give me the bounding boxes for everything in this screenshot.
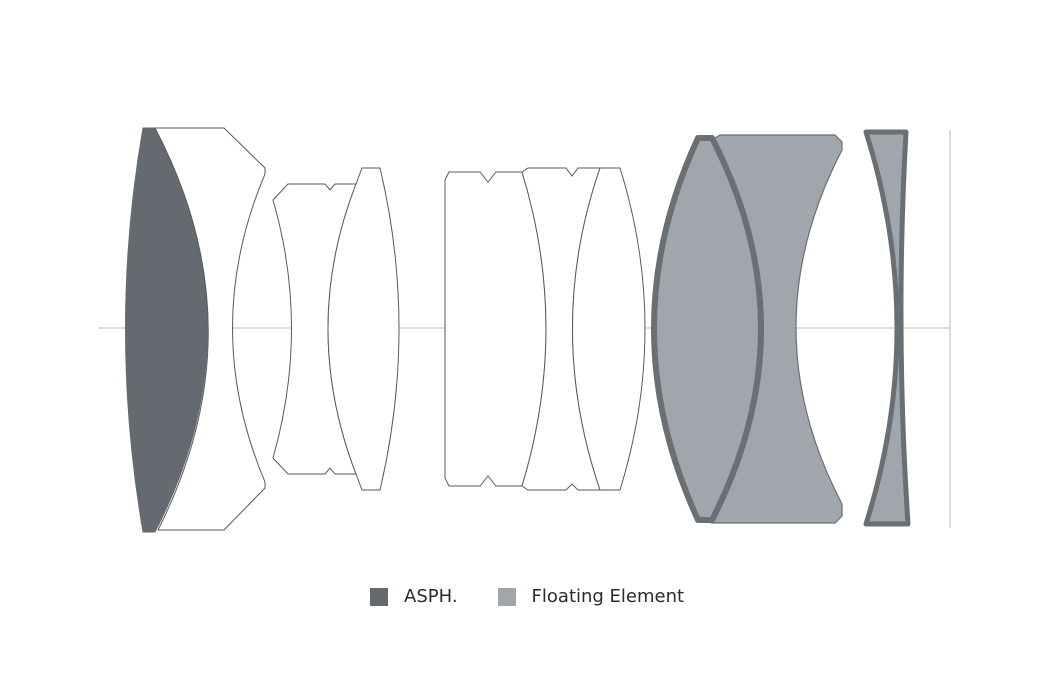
lens-element-5 (444, 171, 547, 487)
lens-element-floating-10 (863, 129, 911, 527)
legend-item-asph: ASPH. (370, 586, 458, 607)
legend-label-asph: ASPH. (404, 586, 458, 607)
legend-swatch-asph (370, 587, 388, 606)
legend: ASPH. Floating Element (370, 586, 684, 607)
legend-swatch-floating (497, 587, 516, 606)
legend-item-floating: Floating Element (497, 586, 685, 607)
legend-label-floating: Floating Element (531, 586, 685, 607)
lens-element-7 (572, 167, 646, 491)
lens-element-2 (154, 127, 266, 531)
lens-element-floating-9 (651, 135, 764, 523)
lens-element-4 (327, 167, 400, 491)
